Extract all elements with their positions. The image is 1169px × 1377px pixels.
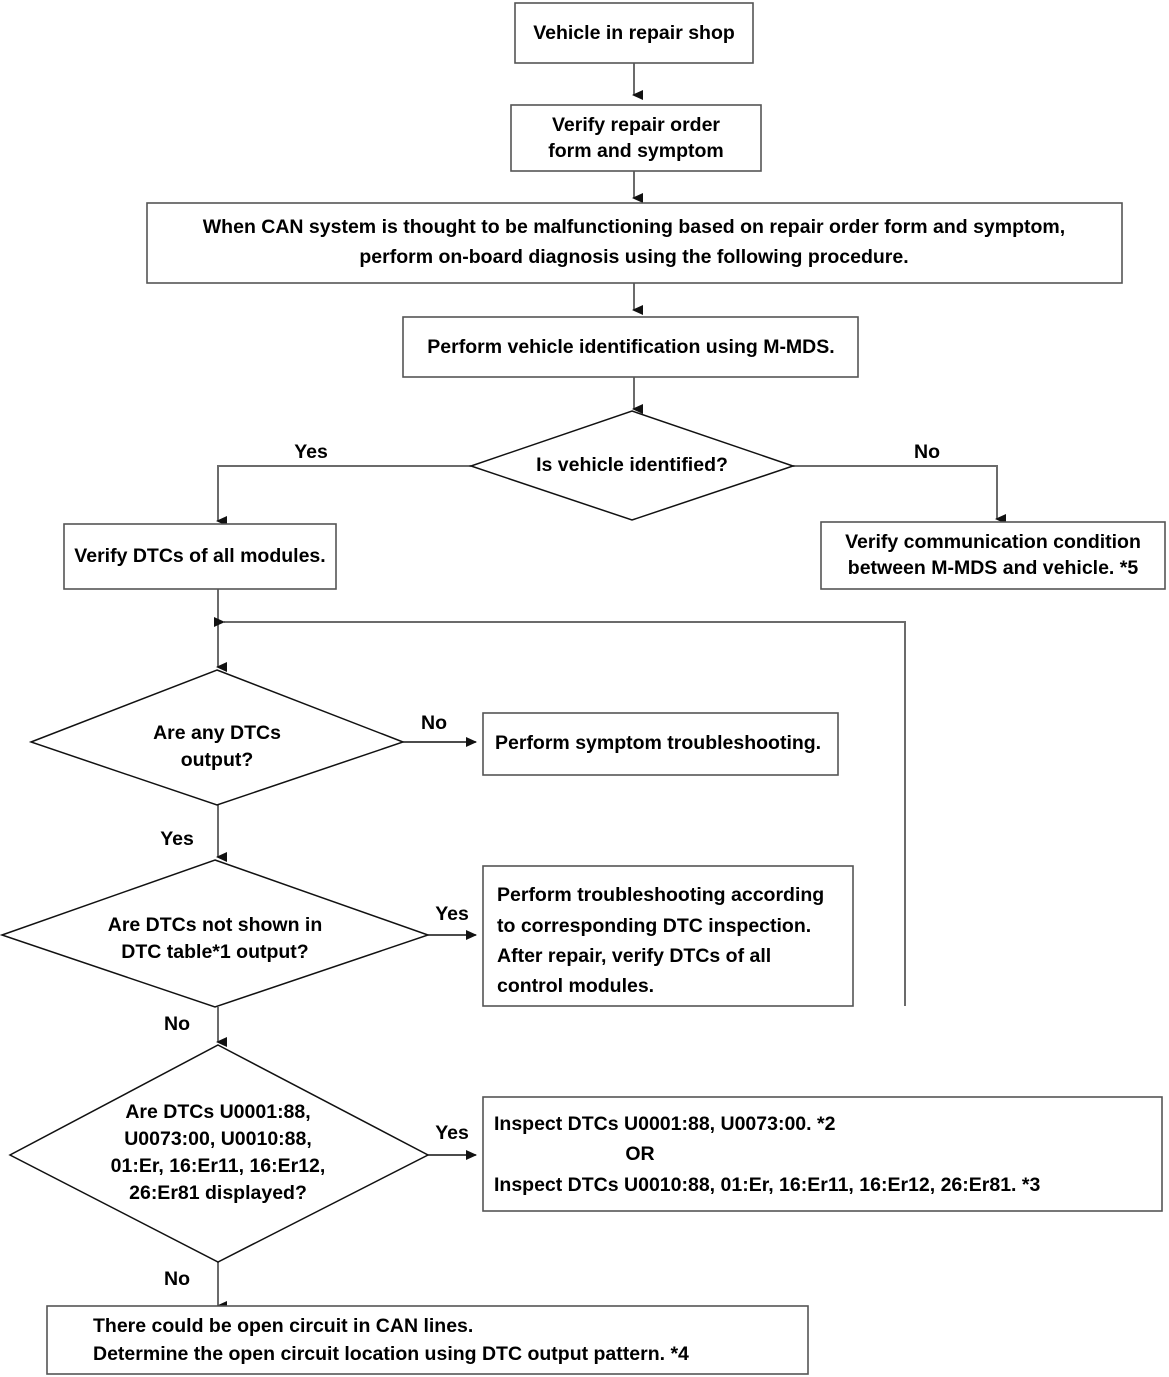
decision-dtcs-not-in-table[interactable]: Are DTCs not shown in DTC table*1 output… [0, 859, 431, 1008]
node-open-circuit-line1: There could be open circuit in CAN lines… [93, 1315, 473, 1337]
node-verify-order-line1: Verify repair order [552, 114, 720, 136]
node-start-label: Vehicle in repair shop [533, 22, 735, 44]
node-verify-communication-condition[interactable]: Verify communication condition between M… [820, 521, 1166, 590]
node-verify-order-line2: form and symptom [548, 140, 724, 162]
node-verify-repair-order[interactable]: Verify repair order form and symptom [510, 104, 762, 172]
decision-any-dtcs-line1: Are any DTCs [153, 722, 281, 744]
decision-is-identified-label: Is vehicle identified? [536, 454, 728, 476]
node-perform-ts-line4: control modules. [497, 975, 654, 997]
node-inspect-dtcs[interactable]: Inspect DTCs U0001:88, U0073:00. *2 OR I… [482, 1096, 1163, 1212]
node-perform-ts-line1: Perform troubleshooting according [497, 884, 824, 906]
node-open-circuit-can-lines[interactable]: There could be open circuit in CAN lines… [46, 1305, 809, 1375]
node-perform-ts-line3: After repair, verify DTCs of all [497, 945, 771, 967]
node-inspect-dtcs-line2: OR [625, 1143, 654, 1165]
node-perform-troubleshooting-dtc[interactable]: Perform troubleshooting according to cor… [482, 865, 854, 1007]
decision-dtcs-displayed-line4: 26:Er81 displayed? [129, 1182, 307, 1204]
node-verify-dtcs-all-modules[interactable]: Verify DTCs of all modules. [63, 523, 337, 590]
node-verify-dtcs-label: Verify DTCs of all modules. [74, 545, 325, 567]
edge-label-any-dtcs-yes: Yes [160, 828, 194, 850]
node-perform-symptom-troubleshooting[interactable]: Perform symptom troubleshooting. [482, 712, 839, 776]
node-can-note-line1: When CAN system is thought to be malfunc… [203, 216, 1065, 238]
node-open-circuit-line2: Determine the open circuit location usin… [93, 1343, 689, 1365]
node-verify-comm-line1: Verify communication condition [845, 531, 1141, 553]
decision-dtcs-displayed-line1: Are DTCs U0001:88, [125, 1101, 310, 1123]
node-vehicle-id-label: Perform vehicle identification using M-M… [427, 336, 834, 358]
decision-dtcs-displayed[interactable]: Are DTCs U0001:88, U0073:00, U0010:88, 0… [8, 1044, 430, 1263]
node-perform-ts-line2: to corresponding DTC inspection. [497, 915, 811, 937]
node-perform-vehicle-identification[interactable]: Perform vehicle identification using M-M… [402, 316, 859, 378]
node-inspect-dtcs-line3: Inspect DTCs U0010:88, 01:Er, 16:Er11, 1… [494, 1174, 1040, 1196]
decision-dtcs-displayed-line3: 01:Er, 16:Er11, 16:Er12, [111, 1155, 326, 1177]
edge-label-dtcs-displayed-yes: Yes [435, 1122, 469, 1144]
edge-label-not-in-table-no: No [164, 1013, 190, 1035]
edge-label-identified-yes: Yes [294, 441, 328, 463]
decision-are-any-dtcs-output[interactable]: Are any DTCs output? [28, 669, 406, 806]
edge-label-dtcs-displayed-no: No [164, 1268, 190, 1290]
node-inspect-dtcs-line1: Inspect DTCs U0001:88, U0073:00. *2 [494, 1113, 836, 1135]
node-can-system-note[interactable]: When CAN system is thought to be malfunc… [146, 202, 1123, 284]
connector-feedback-loop [214, 617, 906, 1006]
edge-label-identified-no: No [914, 441, 940, 463]
node-can-note-line2: perform on-board diagnosis using the fol… [359, 246, 908, 268]
decision-any-dtcs-line2: output? [181, 749, 254, 771]
node-verify-comm-line2: between M-MDS and vehicle. *5 [848, 557, 1139, 579]
decision-is-vehicle-identified[interactable]: Is vehicle identified? [468, 410, 796, 521]
edge-label-any-dtcs-no: No [421, 712, 447, 734]
node-symptom-ts-label: Perform symptom troubleshooting. [495, 732, 821, 754]
connector-identified-yes [216, 465, 471, 526]
decision-not-in-table-line1: Are DTCs not shown in [108, 914, 323, 936]
edge-label-not-in-table-yes: Yes [435, 903, 469, 925]
decision-dtcs-displayed-line2: U0073:00, U0010:88, [124, 1128, 312, 1150]
connector-identified-no [793, 465, 1006, 524]
node-vehicle-in-repair-shop[interactable]: Vehicle in repair shop [514, 2, 754, 64]
decision-not-in-table-line2: DTC table*1 output? [121, 941, 308, 963]
